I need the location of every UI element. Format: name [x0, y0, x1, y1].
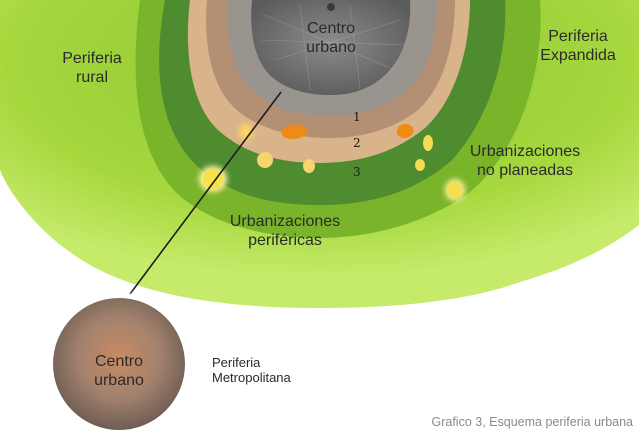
- ring-number-1: 1: [353, 110, 361, 124]
- label-centro-urbano-bottom: Centro urbano: [94, 353, 144, 389]
- metropolitan-center-circle: [53, 298, 185, 430]
- label-urbanizaciones-no-planeadas: Urbanizaciones no planeadas: [469, 143, 581, 179]
- city-core: [251, 0, 411, 95]
- label-periferia-metropolitana: Periferia Metropolitana: [212, 355, 291, 386]
- ring-number-3: 3: [353, 165, 361, 179]
- connector-line: [129, 91, 282, 295]
- ring-number-2: 2: [353, 136, 361, 150]
- label-urbanizaciones-perifericas: Urbanizaciones periféricas: [229, 213, 341, 249]
- label-periferia-rural: Periferia rural: [62, 50, 122, 86]
- figure-caption: Grafico 3, Esquema periferia urbana: [431, 415, 634, 429]
- yellow-settlements: [199, 124, 465, 201]
- center-dot: [327, 3, 335, 11]
- orange-settlement-left: [281, 124, 308, 139]
- street-texture: [259, 4, 406, 91]
- label-periferia-expandida: Periferia Expandida: [540, 28, 616, 64]
- label-centro-urbano-top: Centro urbano: [306, 20, 356, 56]
- orange-settlement-right: [396, 124, 414, 139]
